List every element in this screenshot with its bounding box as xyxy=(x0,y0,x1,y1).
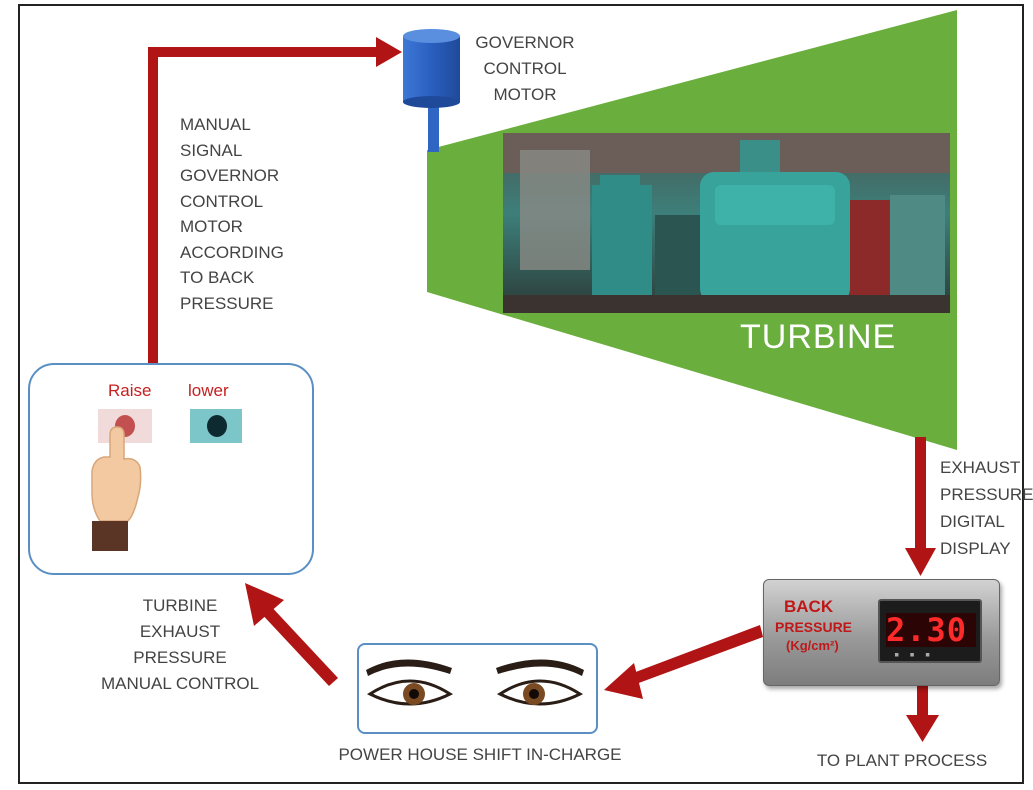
display-to-operator-arrow xyxy=(604,625,763,699)
meter-value: 2.30 xyxy=(886,611,968,649)
exhaust-down-arrow xyxy=(905,437,936,576)
control-buttons-graphic xyxy=(91,409,242,551)
governor-shaft xyxy=(428,100,439,152)
units-label: (Kg/cm²) xyxy=(786,638,839,653)
turbine-label: TURBINE xyxy=(740,318,897,356)
plant-process-arrow xyxy=(906,685,939,742)
raise-button[interactable] xyxy=(98,409,152,443)
manual-signal-arrow xyxy=(148,37,402,363)
diagram-frame xyxy=(18,4,1024,784)
lower-label: lower xyxy=(188,381,229,400)
back-label: BACK xyxy=(784,597,834,616)
hand-pressing-icon xyxy=(91,426,142,551)
left-eye-icon xyxy=(366,659,454,706)
lower-button[interactable] xyxy=(190,409,242,443)
plant-process-label: TO PLANT PROCESS xyxy=(816,751,988,770)
raise-label: Raise xyxy=(108,381,152,400)
right-eye-icon xyxy=(496,659,584,706)
meter-buttons: ▪▪▪ xyxy=(894,650,941,660)
meter-screen xyxy=(886,613,976,647)
manual-control-panel xyxy=(28,363,314,575)
exhaust-pressure-label: EXHAUST PRESSURE DIGITAL DISPLAY xyxy=(940,458,1033,558)
governor-motor-icon xyxy=(403,29,460,108)
turbine-photo xyxy=(503,133,950,313)
manual-signal-label: MANUAL SIGNAL GOVERNOR CONTROL MOTOR ACC… xyxy=(180,115,284,313)
eyes-icon xyxy=(366,659,584,706)
governor-control-motor-label: GOVERNOR CONTROL MOTOR xyxy=(475,33,575,104)
digital-meter: 2.30 ▪▪▪ xyxy=(878,599,982,663)
operator-to-control-arrow xyxy=(245,583,338,686)
operator-label: POWER HOUSE SHIFT IN-CHARGE xyxy=(338,745,622,764)
manual-control-label: TURBINE EXHAUST PRESSURE MANUAL CONTROL xyxy=(100,596,260,693)
pressure-label: PRESSURE xyxy=(775,619,853,635)
